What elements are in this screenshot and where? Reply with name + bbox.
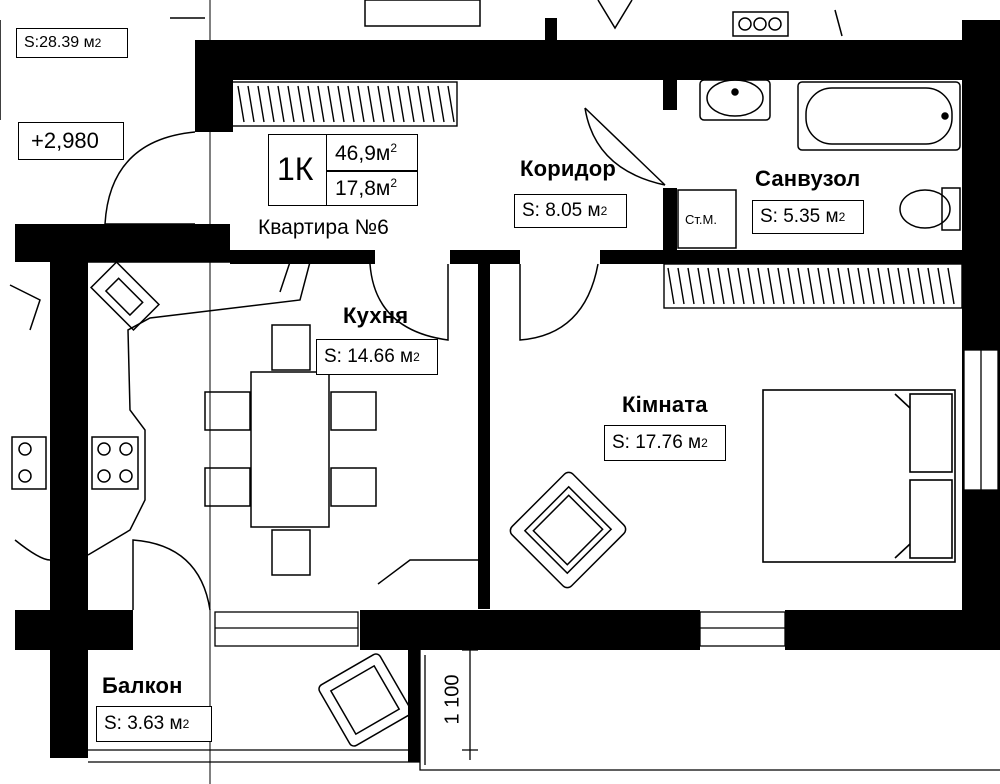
bathroom-name: Санвузол: [755, 166, 861, 191]
total-area: 46,9м2: [335, 141, 397, 165]
apartment-areas-box: 46,9м2 17,8м2: [326, 134, 418, 206]
apartment-name: Квартира №6: [258, 216, 389, 239]
walls: [15, 18, 1000, 762]
apartment-type: 1К: [277, 151, 314, 187]
balcony-name: Балкон: [102, 673, 183, 698]
balcony-depth-dimension: 1 100: [441, 674, 464, 725]
washing-machine-label: Ст.М.: [685, 212, 717, 227]
apartment-type-box: 1К: [268, 134, 328, 206]
kitchen-name: Кухня: [343, 303, 409, 328]
living-area: 17,8м2: [335, 176, 397, 200]
room-name: Кімната: [622, 392, 708, 417]
elevation-label: +2,980: [18, 122, 124, 160]
corridor-name: Коридор: [520, 156, 617, 181]
